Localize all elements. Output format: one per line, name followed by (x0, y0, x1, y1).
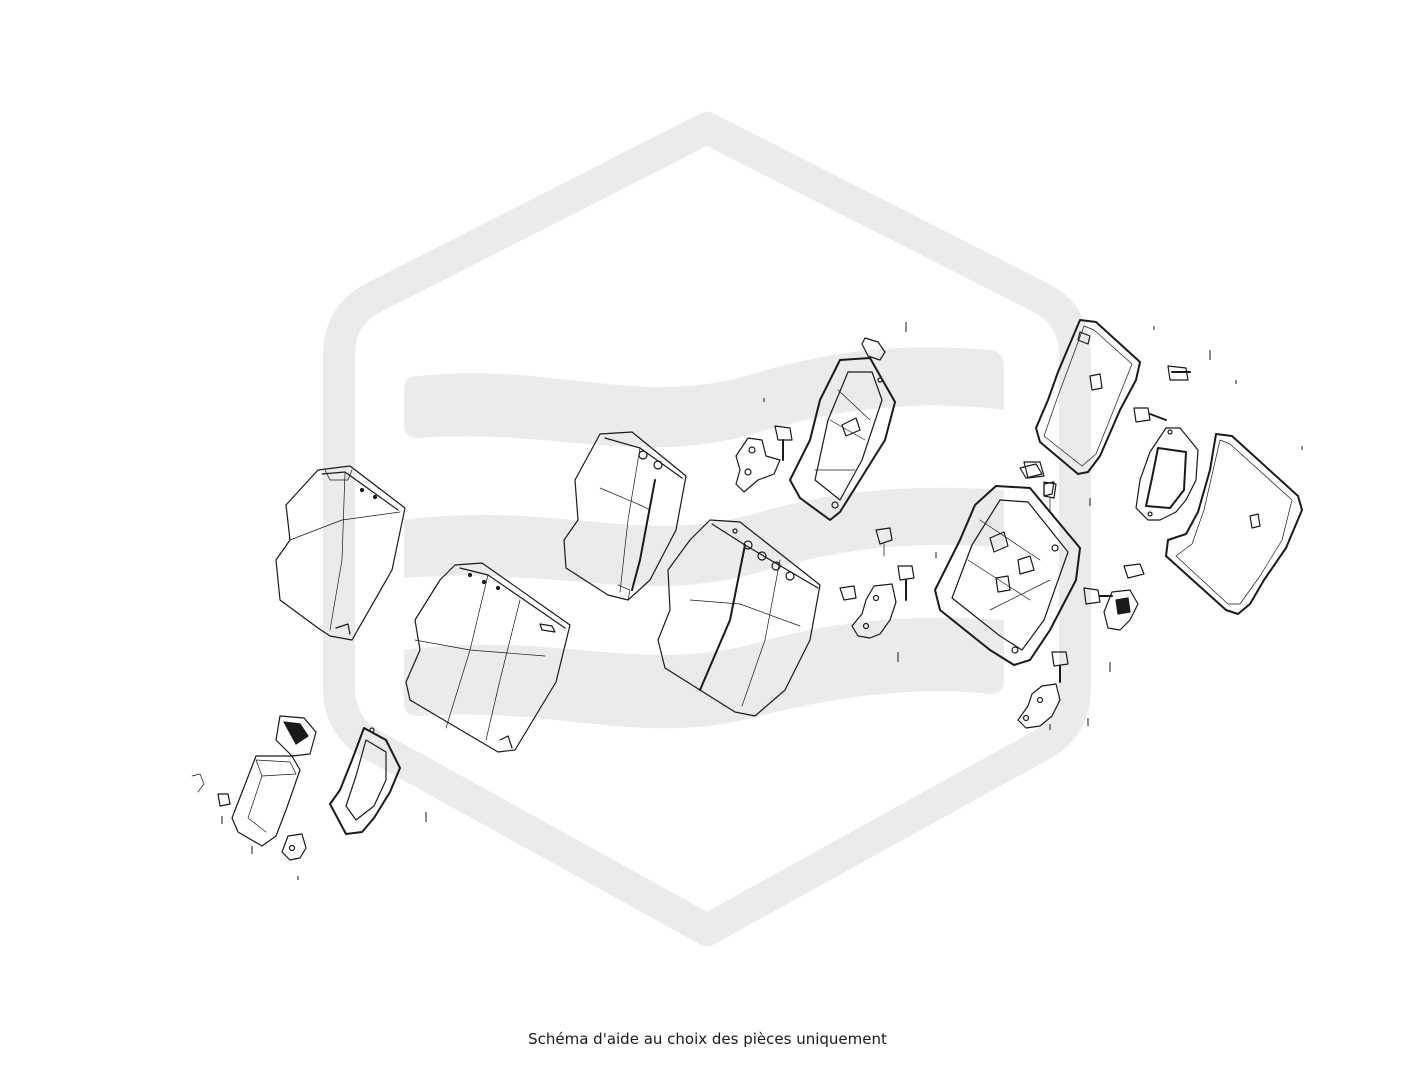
watermark-wave-bottom (404, 617, 1004, 729)
armrest-frame (329, 727, 401, 835)
upper-seatback-cushion (563, 431, 687, 601)
seatback-hinge-bracket-upper (735, 425, 793, 493)
watermark-hexagon-outline (323, 112, 1091, 946)
armrest-cushion (231, 755, 301, 847)
diagram-caption: Schéma d'aide au choix des pièces unique… (528, 1030, 887, 1048)
seatback-frame-bracket (1133, 365, 1199, 521)
main-seatback-cushion (657, 519, 821, 717)
seatback-hinge-bracket-right (1017, 651, 1069, 729)
seatback-lock-mechanism (1083, 563, 1145, 631)
watermark-wave-middle (404, 487, 1004, 587)
seatback-rear-panel-lower (1165, 433, 1303, 615)
armrest-hinge (191, 773, 307, 861)
watermark-wave-top (404, 347, 1004, 448)
left-seatback-cushion (275, 465, 406, 641)
leader-ticks (221, 322, 1303, 880)
armrest-cupholder (275, 715, 317, 757)
watermark-logo (323, 112, 1091, 946)
seatback-hinge-bracket-lower (839, 527, 915, 639)
center-seatback-cushion (405, 562, 571, 753)
seatback-frame-upper (789, 337, 896, 521)
small-clip-parts (1019, 463, 1055, 497)
seatback-rear-panel-upper (1035, 319, 1141, 475)
